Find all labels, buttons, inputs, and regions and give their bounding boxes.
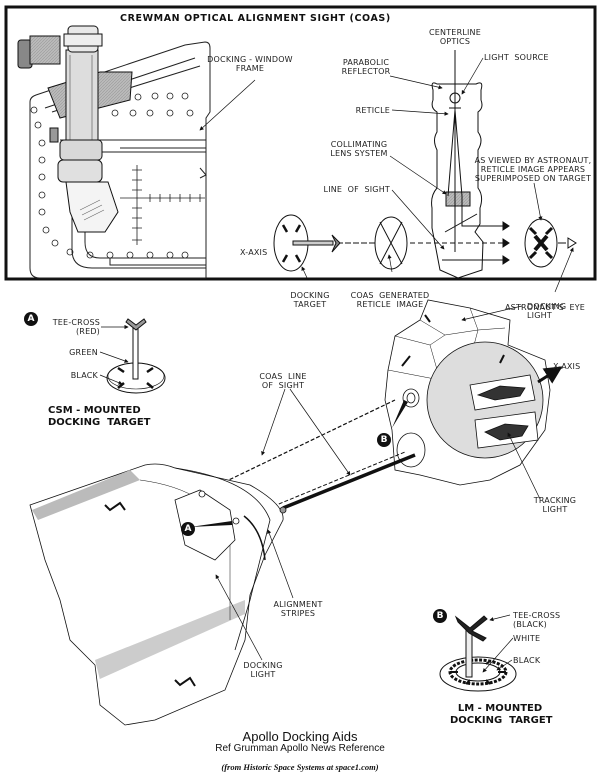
label-astronauts-eye: ASTRONAUT'S EYE [505,303,586,312]
docking-probe-axis [282,453,416,510]
lm-target-title: LM - MOUNTED DOCKING TARGET [450,703,553,726]
badge-b-lm-target: B [433,609,447,623]
label-docking-window-frame: DOCKING - WINDOW FRAME [207,55,293,73]
coas-leader-lines [199,57,574,293]
label-docking-target: DOCKING TARGET [290,291,330,309]
coas-line-of-sight-upper [207,399,396,491]
lm-target-illustration [439,615,517,692]
label-alignment-stripes: ALIGNMENT STRIPES [273,600,323,618]
label-coas-line-of-sight: COAS LINE OF SIGHT [259,372,307,390]
label-lm-docking-light: DOCKING LIGHT [527,302,567,320]
lunar-module-illustration [384,299,551,486]
label-centerline-optics: CENTERLINE OPTICS [429,28,481,46]
label-x-axis-scene: X-AXIS [553,362,581,371]
label-lm-black: BLACK [513,656,541,665]
label-csm-docking-light: DOCKING LIGHT [243,661,283,679]
label-black: BLACK [70,371,98,380]
csm-target-illustration [106,318,166,394]
label-green: GREEN [69,348,98,357]
label-tracking-light: TRACKING LIGHT [533,496,577,514]
label-tee-cross-red: TEE-CROSS (RED) [52,318,100,336]
command-module-illustration [29,463,287,726]
csm-target-title: CSM - MOUNTED DOCKING TARGET [48,405,151,428]
coas-schematic [273,50,577,279]
label-x-axis-panel: X-AXIS [240,248,268,257]
label-coas-generated-reticle-image: COAS GENERATED RETICLE IMAGE [350,291,430,309]
label-tee-cross-black: TEE-CROSS (BLACK) [513,611,561,629]
badge-a-csm-target: A [24,312,38,326]
label-collimating-lens-system: COLLIMATING LENS SYSTEM [330,140,388,158]
caption-title: Apollo Docking Aids [242,729,358,744]
label-white: WHITE [513,634,541,643]
caption-source: (from Historic Space Systems at space1.c… [221,762,379,772]
coas-panel-title: CREWMAN OPTICAL ALIGNMENT SIGHT (COAS) [120,13,391,24]
label-reticle: RETICLE [355,106,390,115]
caption-reference: Ref Grumman Apollo News Reference [215,743,385,754]
coas-instrument-illustration [17,25,133,233]
coas-panel-border [4,5,597,281]
label-line-of-sight: LINE OF SIGHT [323,185,390,194]
label-light-source: LIGHT SOURCE [484,53,549,62]
badge-a-scene: A [181,522,195,536]
label-as-viewed-by-astronaut: AS VIEWED BY ASTRONAUT, RETICLE IMAGE AP… [474,156,592,183]
x-axis-arrow [537,366,563,384]
badge-b-scene: B [377,433,391,447]
label-parabolic-reflector: PARABOLIC REFLECTOR [341,58,391,76]
